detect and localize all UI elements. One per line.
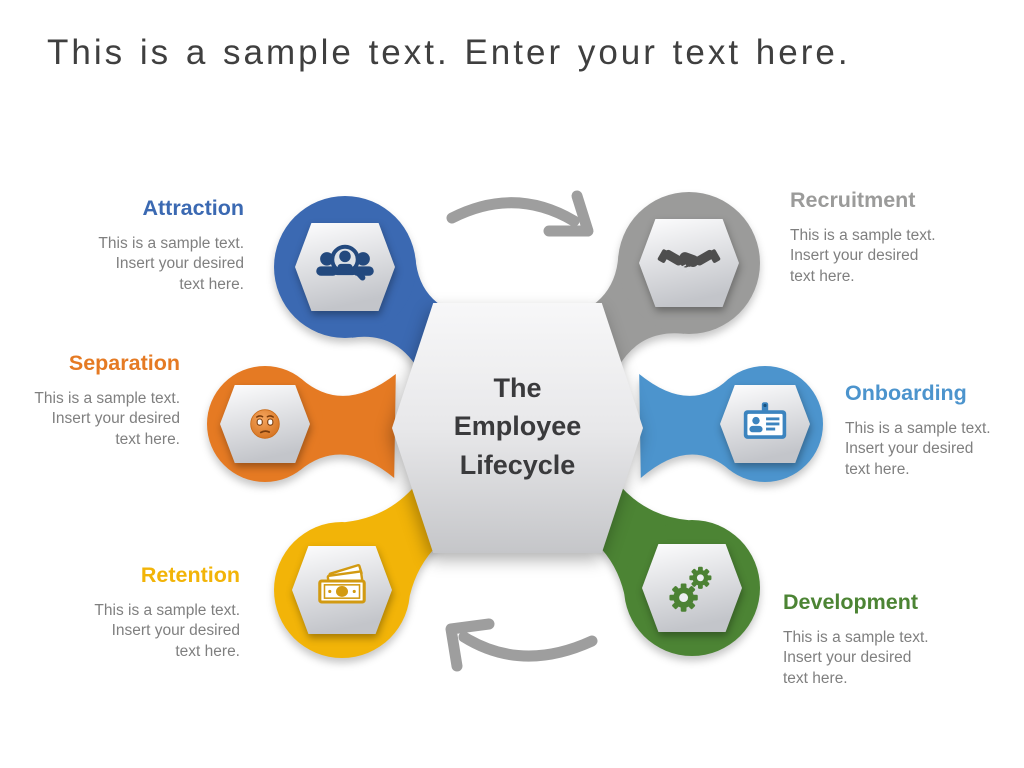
cycle-arrow-top-head — [543, 190, 594, 237]
node-title-onboarding: Onboarding — [845, 381, 967, 405]
nodes-layer — [207, 192, 823, 658]
sad-face-icon — [250, 409, 280, 439]
gears-icon — [669, 566, 712, 612]
center-hexagon — [392, 303, 643, 553]
node-title-development: Development — [783, 590, 919, 614]
node-separation — [207, 366, 396, 482]
node-body-recruitment: This is a sample text. Insert your desir… — [790, 226, 936, 285]
node-text-development: Development This is a sample text. Inser… — [783, 590, 929, 689]
node-body-development: This is a sample text. Insert your desir… — [783, 628, 929, 687]
separation-connector — [300, 374, 396, 478]
node-body-separation: This is a sample text. Insert your desir… — [34, 389, 180, 448]
node-title-separation: Separation — [68, 351, 180, 375]
slide-title: This is a sample text. Enter your text h… — [47, 33, 851, 72]
node-text-attraction: Attraction This is a sample text. Insert… — [98, 196, 244, 295]
node-text-recruitment: Recruitment This is a sample text. Inser… — [790, 188, 936, 287]
node-title-recruitment: Recruitment — [790, 188, 916, 212]
node-text-retention: Retention This is a sample text. Insert … — [94, 563, 240, 662]
center-hexagon-shape — [392, 303, 643, 553]
cycle-arrow-bottom-head — [445, 618, 495, 672]
center-label: The Employee Lifecycle — [453, 373, 582, 480]
node-onboarding — [639, 366, 823, 482]
node-body-attraction: This is a sample text. Insert your desir… — [98, 234, 244, 293]
onboarding-connector — [639, 374, 730, 478]
node-text-onboarding: Onboarding This is a sample text. Insert… — [845, 381, 991, 480]
node-development — [542, 450, 760, 656]
node-text-separation: Separation This is a sample text. Insert… — [34, 351, 180, 450]
node-body-retention: This is a sample text. Insert your desir… — [94, 601, 240, 660]
handshake-icon — [657, 249, 721, 273]
node-attraction — [274, 196, 479, 385]
people-search-icon — [316, 244, 374, 281]
cycle-arrows — [445, 190, 598, 672]
node-title-retention: Retention — [140, 563, 240, 587]
cycle-arrow-bottom — [458, 631, 598, 662]
id-card-icon — [743, 402, 787, 439]
node-body-onboarding: This is a sample text. Insert your desir… — [845, 419, 991, 478]
node-title-attraction: Attraction — [142, 196, 244, 220]
money-icon — [318, 563, 366, 604]
cycle-arrow-top — [446, 197, 580, 227]
